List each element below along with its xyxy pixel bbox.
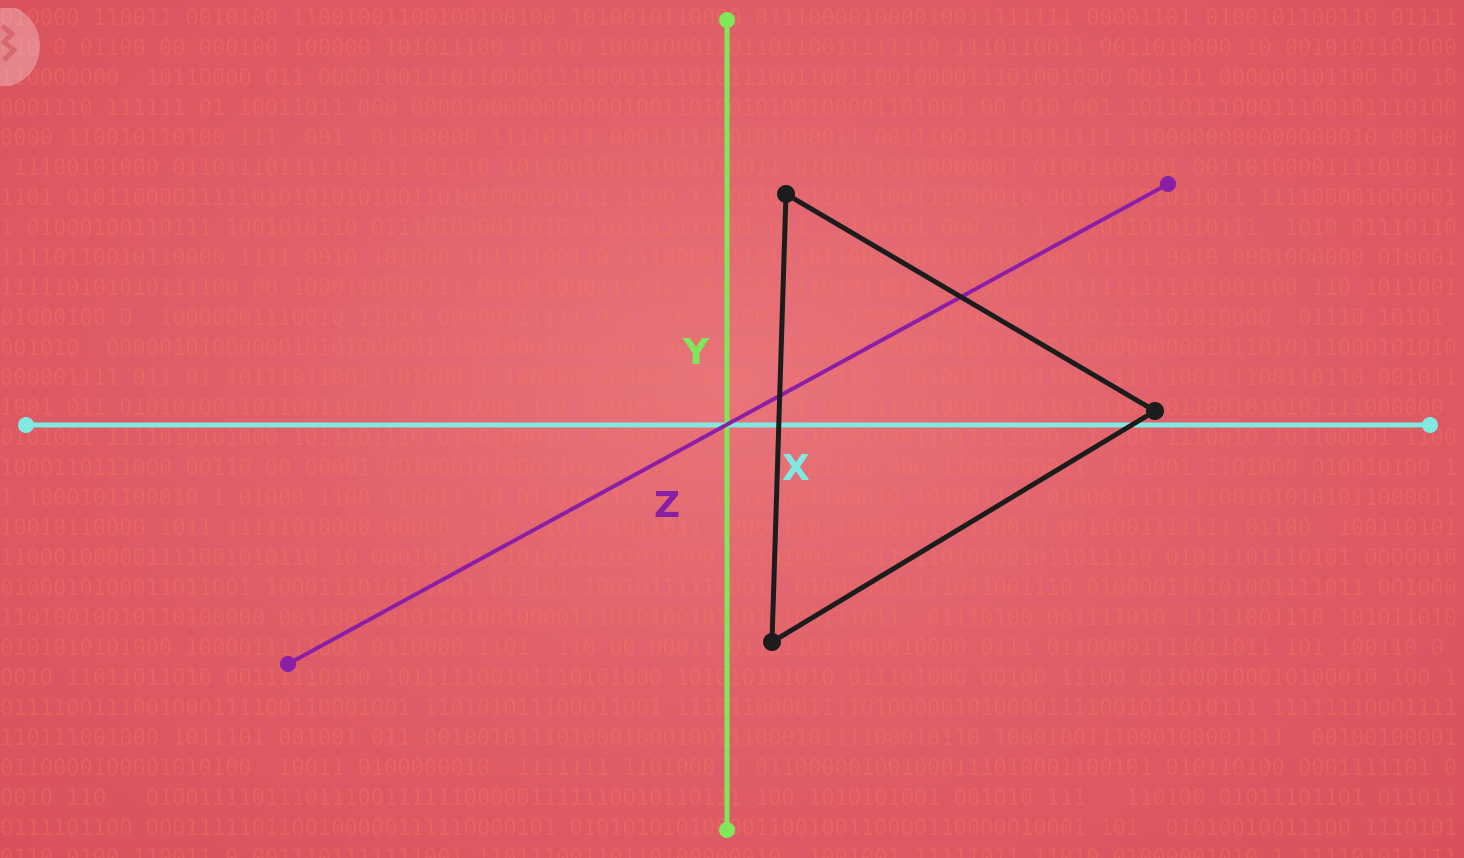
triangle-shape [769,191,1158,645]
triangle-vertex-right [1146,402,1164,420]
y-axis-top-endpoint [719,12,735,28]
y-axis-bottom-endpoint [719,822,735,838]
z-axis-back-endpoint [1160,176,1176,192]
z-axis-label: Z [654,485,680,526]
x-axis-left-endpoint [18,417,34,433]
y-axis-label: Y [682,332,710,373]
triangle-vertex-top [777,185,795,203]
x-axis-label: X [782,448,810,489]
z-axis-front-endpoint [280,656,296,672]
z-axis-line [287,182,1169,666]
crash-course-logo-icon [0,8,40,86]
triangle-vertex-bottom [763,633,781,651]
x-axis-right-endpoint [1422,417,1438,433]
